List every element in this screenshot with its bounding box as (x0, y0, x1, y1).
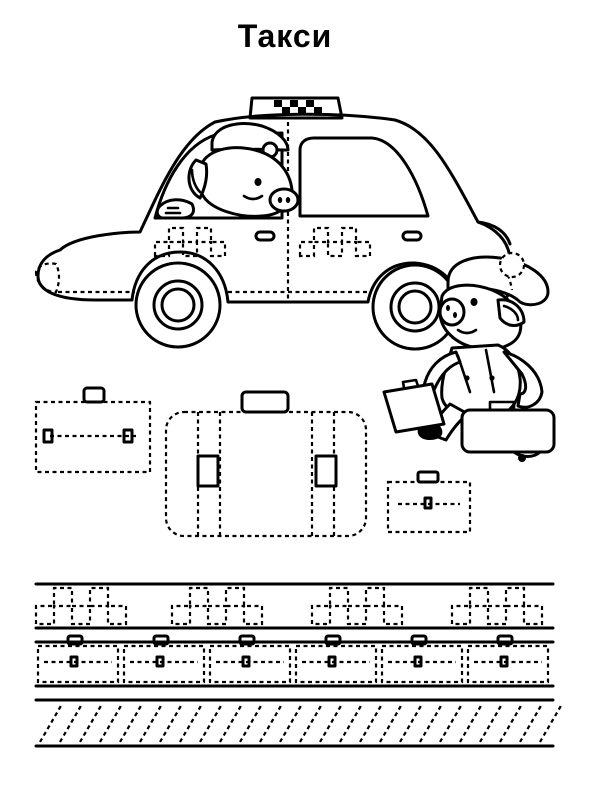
suitcase-icon (466, 634, 550, 684)
hatch-line (539, 703, 563, 743)
hatch-line (119, 703, 143, 743)
pig-driver-icon (155, 122, 300, 220)
hatch-line (159, 703, 183, 743)
suitcase-icon (164, 390, 368, 538)
hatch-line (499, 703, 523, 743)
suitcase-icon (36, 634, 120, 684)
suitcase-icon (122, 634, 206, 684)
hatch-line (259, 703, 283, 743)
suitcase-icon (380, 634, 464, 684)
suitcase-icon (34, 386, 152, 474)
hatch-line (419, 703, 443, 743)
suitcase-icon (294, 634, 378, 684)
suitcase-icon (382, 378, 446, 434)
tracing-strip-suitcases (34, 634, 555, 688)
hatch-line (59, 703, 83, 743)
hatch-line (139, 703, 163, 743)
hatch-line (219, 703, 243, 743)
tracing-strip-checkers (34, 582, 555, 630)
hatch-line (339, 703, 363, 743)
hatch-line (439, 703, 463, 743)
hatch-line (99, 703, 123, 743)
hatch-line (479, 703, 503, 743)
suitcase-icon (460, 400, 556, 462)
hatch-line (79, 703, 103, 743)
hatch-line (359, 703, 383, 743)
hatch-line (459, 703, 483, 743)
hatch-line (299, 703, 323, 743)
tracing-strip-road (34, 698, 563, 748)
wheel-front (134, 261, 222, 349)
hatch-line (519, 703, 543, 743)
suitcase-icon (386, 470, 472, 534)
suitcase-icon (208, 634, 292, 684)
hatch-line (239, 703, 263, 743)
page-title: Такси (237, 18, 333, 54)
hatch-line (199, 703, 223, 743)
hatch-line (319, 703, 343, 743)
hatch-line (379, 703, 403, 743)
hatch-line (399, 703, 423, 743)
hatch-line (179, 703, 203, 743)
hatch-line (279, 703, 303, 743)
hatch-line (39, 703, 63, 743)
pig-traveler-icon (382, 251, 556, 462)
